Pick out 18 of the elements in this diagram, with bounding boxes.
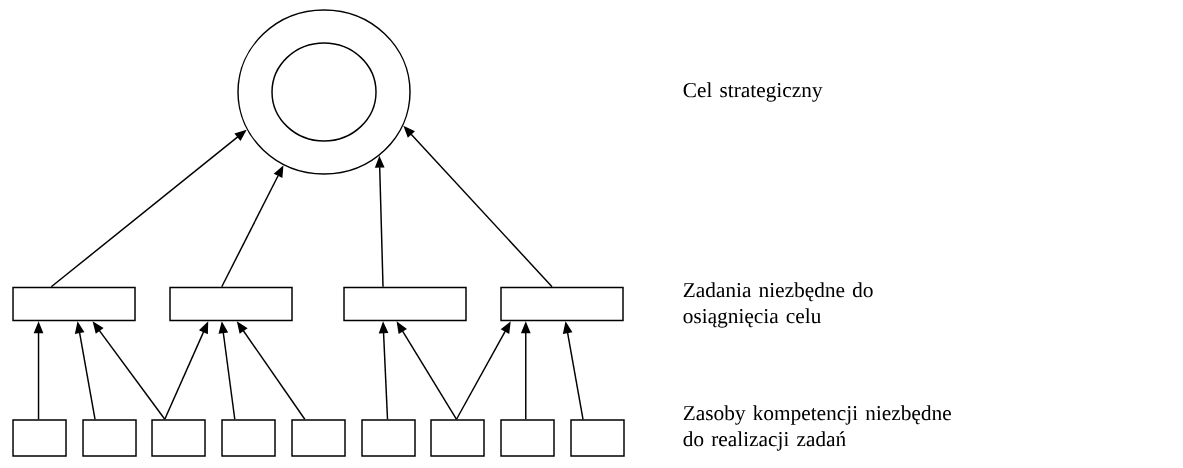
resource-box [500, 419, 555, 457]
resource-box [570, 419, 625, 457]
resource-box [221, 419, 276, 457]
resource-box [12, 419, 67, 457]
task-box [343, 286, 467, 322]
inner-circle [271, 42, 377, 142]
level-label: Cel strategiczny [683, 82, 823, 102]
resource-box [361, 419, 416, 457]
resource-box [291, 419, 346, 457]
resource-box [82, 419, 137, 457]
task-box [169, 286, 293, 322]
resource-box [151, 419, 206, 457]
target-circle [237, 9, 411, 175]
task-box [12, 286, 136, 322]
level-label: Zadania niezbędne do osiągnięcia celu [683, 282, 873, 328]
task-box [500, 286, 624, 322]
resource-box [430, 419, 485, 457]
level-label: Zasoby kompetencji niezbędne do realizacji zadań [683, 405, 951, 451]
